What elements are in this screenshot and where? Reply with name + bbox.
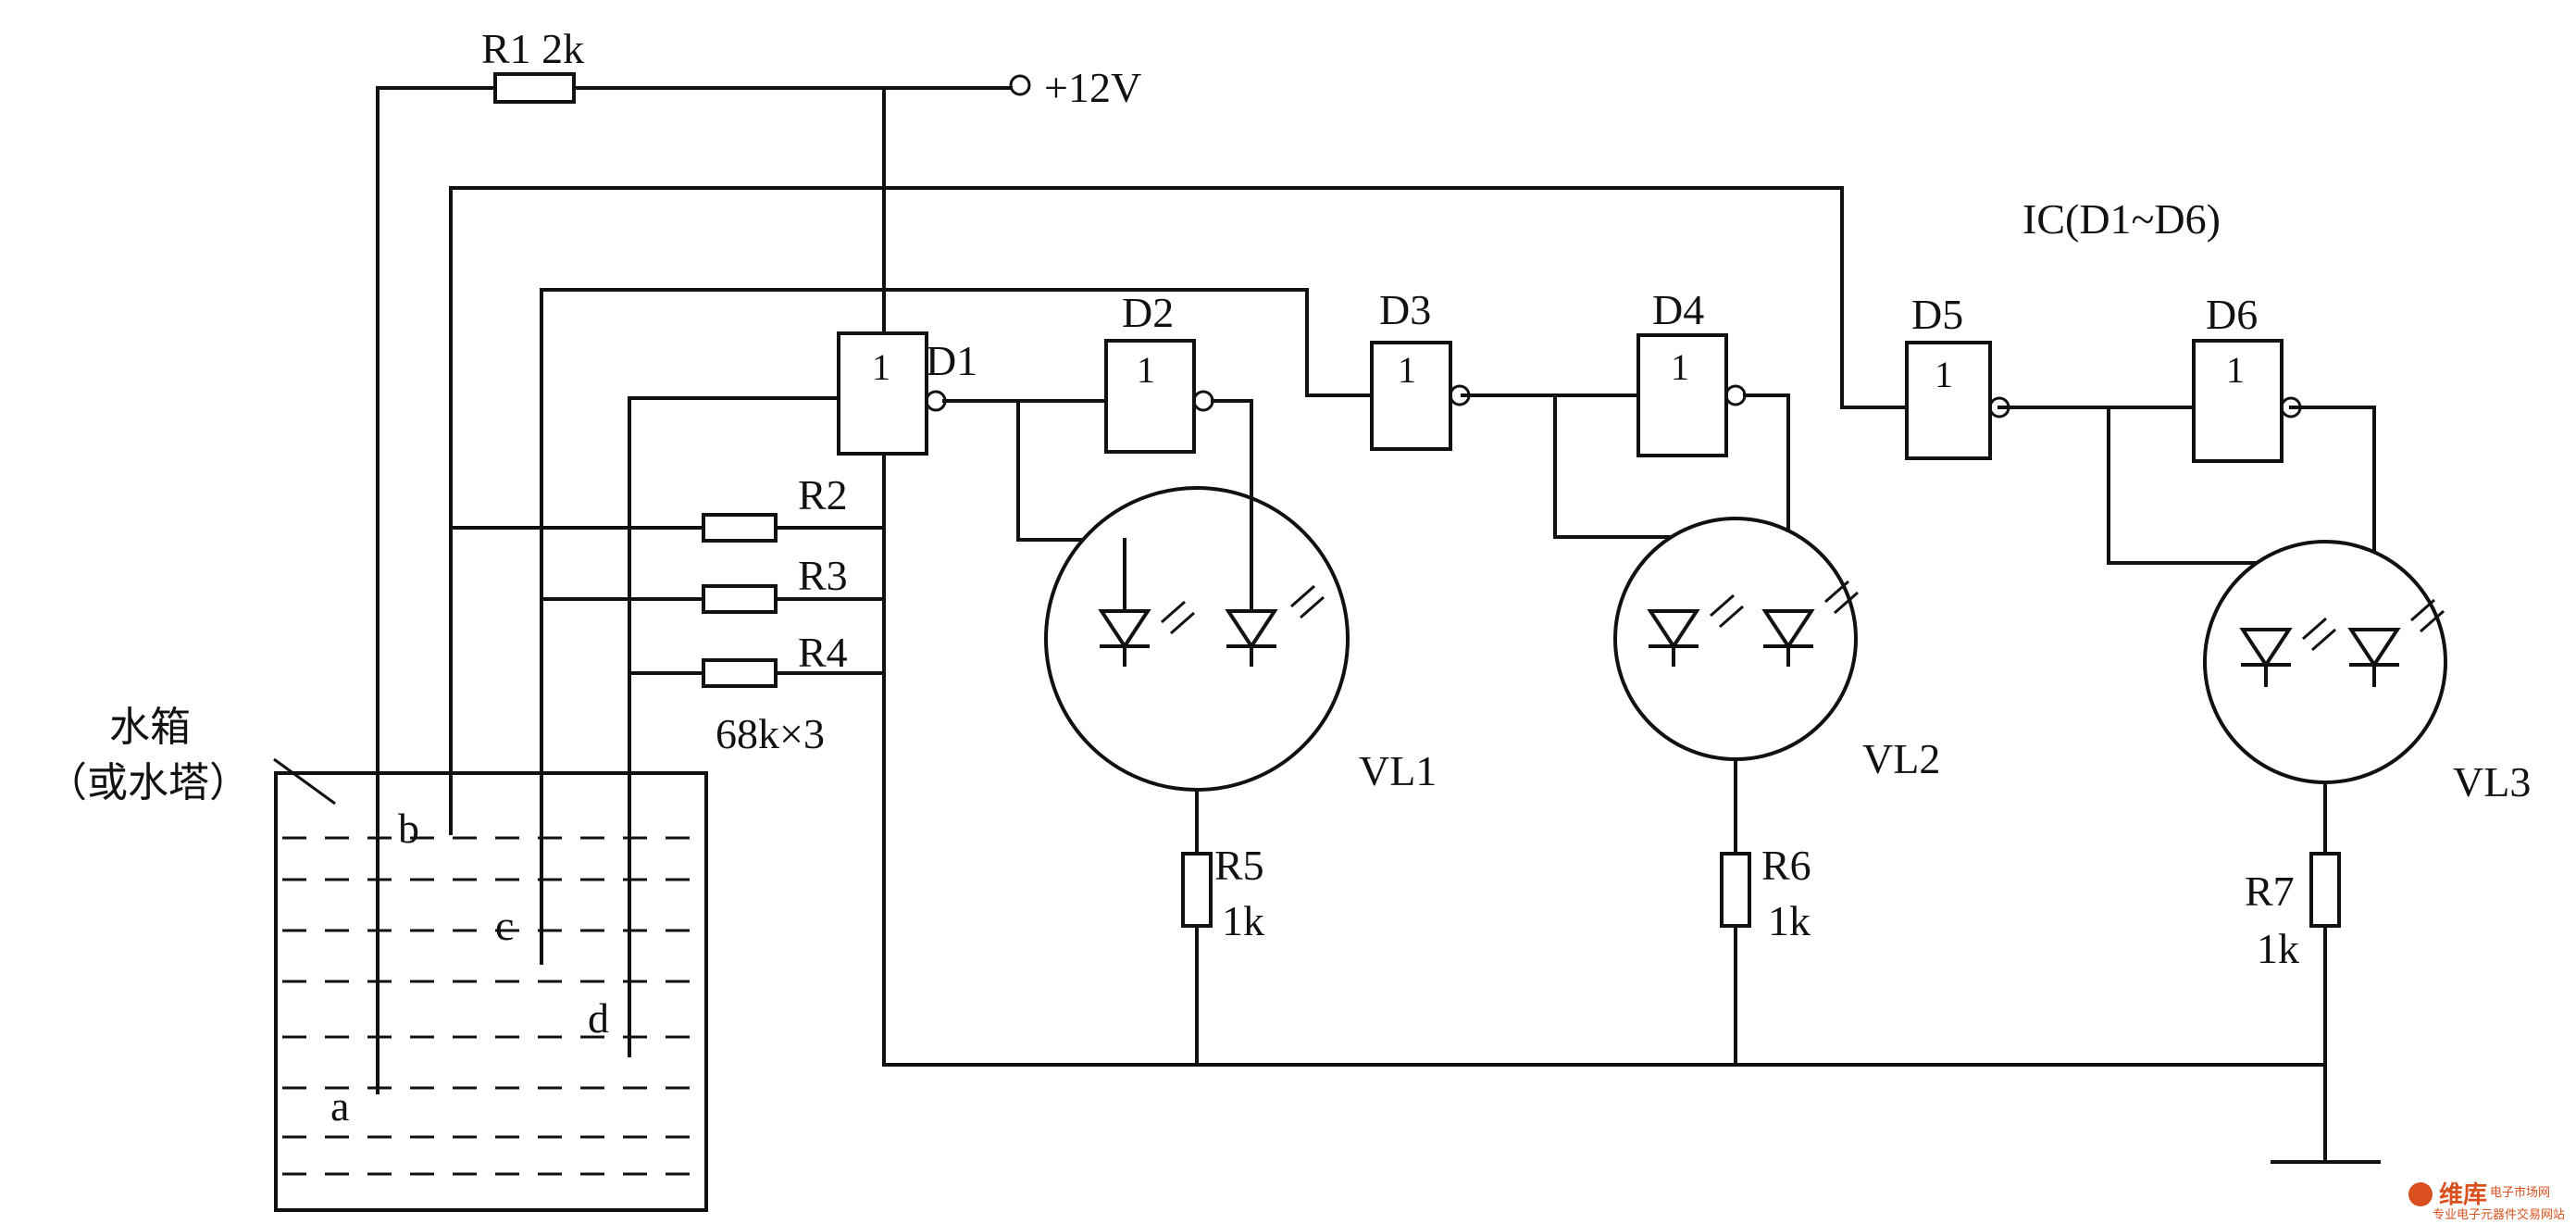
gate-d4-symbol: 1 [1671, 346, 1689, 388]
resistor-r3 [702, 584, 778, 614]
supply-terminal [1009, 74, 1031, 96]
gate-d3-symbol: 1 [1398, 349, 1416, 391]
r6-label: R6 [1761, 842, 1811, 889]
resistor-r6 [1720, 852, 1751, 928]
r2-label: R2 [798, 471, 848, 518]
resistor-r5 [1181, 852, 1213, 928]
probe-d-label: d [588, 994, 609, 1042]
r4-label: R4 [798, 629, 848, 676]
gate-d4: 1 [1636, 333, 1747, 457]
r1-label: R1 2k [481, 25, 584, 72]
watermark: 维库 电子市场网 专业电子元器件交易网站 [2408, 1180, 2565, 1222]
gate-d2: 1 [1104, 339, 1214, 454]
resistor-r2 [702, 513, 778, 543]
gate-d2-label: D2 [1122, 289, 1174, 336]
probe-a-label: a [330, 1082, 349, 1130]
r5-value: 1k [1222, 897, 1264, 944]
r2-r4-value: 68k×3 [716, 710, 825, 757]
gate-d1-symbol: 1 [872, 346, 890, 388]
gate-d6-symbol: 1 [2226, 349, 2245, 391]
led-vl1 [1044, 399, 1350, 792]
resistor-r4 [702, 658, 778, 688]
gate-d5-symbol: 1 [1935, 354, 1953, 395]
led-vl3 [2203, 540, 2447, 784]
gate-d6-label: D6 [2206, 291, 2258, 338]
gate-d3: 1 [1370, 341, 1471, 451]
gate-d1: 1 [837, 331, 947, 456]
wiring [376, 86, 2381, 1164]
supply-label: +12V [1044, 64, 1141, 111]
r5-label: R5 [1214, 842, 1264, 889]
r3-label: R3 [798, 552, 848, 599]
r6-value: 1k [1768, 897, 1811, 944]
led-vl2 [1613, 517, 1859, 761]
resistor-r7 [2309, 852, 2341, 928]
gate-d5-label: D5 [1911, 291, 1963, 338]
probe-c-label: c [495, 902, 514, 949]
r7-value: 1k [2257, 925, 2299, 972]
water-tank [273, 757, 708, 1212]
gate-d6: 1 [2192, 339, 2302, 463]
watermark-tagline: 专业电子元器件交易网站 [2433, 1207, 2565, 1222]
gate-d3-label: D3 [1379, 286, 1431, 333]
vl1-label: VL1 [1359, 747, 1437, 794]
gate-d5: 1 [1905, 341, 2010, 460]
tank-title-line2: （或水塔） [46, 759, 250, 806]
tank-title-line1: 水箱 [109, 704, 191, 751]
resistor-r1 [493, 72, 576, 104]
vl3-label: VL3 [2453, 758, 2531, 806]
gate-d4-label: D4 [1652, 286, 1704, 333]
watermark-sub: 电子市场网 [2490, 1185, 2550, 1200]
gate-d2-symbol: 1 [1137, 349, 1155, 391]
watermark-brand: 维库 [2439, 1180, 2487, 1209]
vl2-label: VL2 [1862, 735, 1940, 782]
ic-label: IC(D1~D6) [2022, 195, 2221, 243]
probe-b-label: b [398, 805, 419, 852]
r7-label: R7 [2245, 868, 2295, 915]
gate-d1-label: D1 [926, 337, 977, 384]
